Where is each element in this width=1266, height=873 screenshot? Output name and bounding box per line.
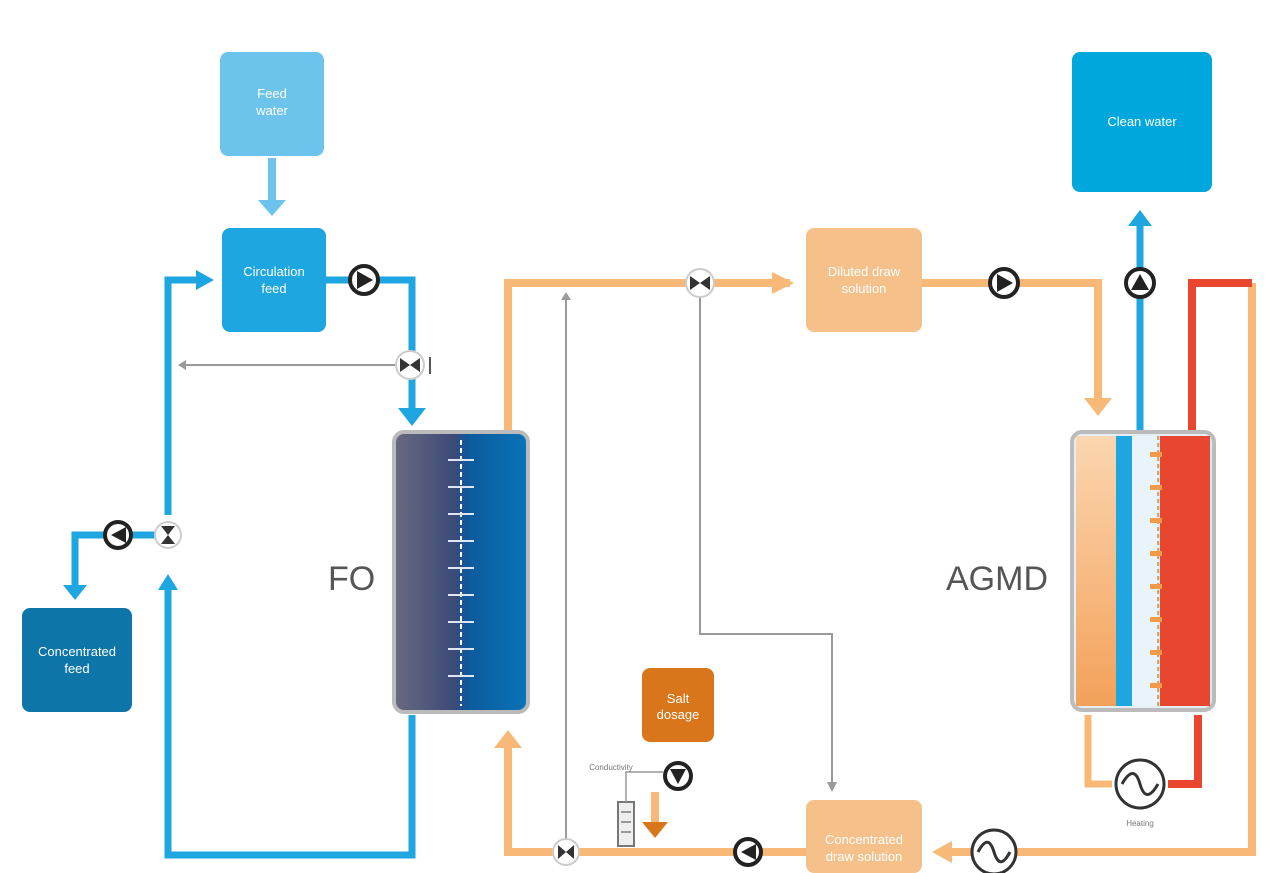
feed-water-line2: water <box>255 103 288 118</box>
heating-exchanger-icon <box>1114 758 1166 810</box>
heater-return-pipe <box>1084 715 1112 788</box>
agmd-module <box>1070 430 1216 712</box>
feed-water-pipe <box>258 158 286 216</box>
valve-concentrate-icon <box>154 521 182 549</box>
concentrated-draw-line2: draw solution <box>826 849 903 864</box>
circulation-feed-line2: feed <box>261 281 286 296</box>
circulation-feed-line1: Circulation <box>243 264 304 279</box>
salt-dosage-tank: Salt dosage <box>642 668 714 742</box>
draw-loop-arrows <box>494 272 1112 863</box>
concentrated-feed-line2: feed <box>64 661 89 676</box>
pump-salt-icon <box>663 761 693 791</box>
hot-loop-pipe <box>1168 279 1252 788</box>
diluted-draw-line2: solution <box>842 281 887 296</box>
feed-loop-arrows <box>63 270 426 600</box>
agmd-label: AGMD <box>946 560 1048 598</box>
pump-circulation-icon <box>348 264 380 296</box>
pump-diluted-draw-icon <box>988 267 1020 299</box>
control-lines <box>186 296 833 842</box>
pump-clean-water-icon <box>1124 267 1156 299</box>
concentrated-draw-tank: Concentrated draw solution <box>806 800 922 873</box>
control-arrowheads <box>178 292 837 792</box>
fo-label: FO <box>328 560 375 598</box>
concentrated-feed-tank: Concentrated feed <box>22 608 132 712</box>
clean-water-tank: Clean water <box>1072 52 1212 192</box>
salt-dosage-line1: Salt <box>667 691 690 706</box>
valve-draw-return-icon <box>552 838 580 866</box>
feed-water-tank: Feed water <box>220 52 324 156</box>
conductivity-sensor-icon <box>617 771 664 847</box>
concentrated-feed-line1: Concentrated <box>38 644 116 659</box>
conductivity-label: Conductivity <box>589 763 633 772</box>
pump-concentrate-icon <box>103 520 133 550</box>
pump-draw-return-icon <box>733 837 763 867</box>
diluted-draw-tank: Diluted draw solution <box>806 228 922 332</box>
salt-arrow <box>642 822 668 838</box>
clean-water-line1: Clean water <box>1107 114 1177 129</box>
fo-module <box>392 430 530 714</box>
valve-feed-icon <box>395 350 431 380</box>
cooling-exchanger-icon <box>970 828 1018 873</box>
heating-label: Heating <box>1126 819 1154 828</box>
salt-dosage-line2: dosage <box>657 707 700 722</box>
diluted-draw-line1: Diluted draw <box>828 264 901 279</box>
clean-water-pipe <box>1128 210 1152 432</box>
circulation-feed-tank: Circulation feed <box>222 228 326 332</box>
concentrated-draw-line1: Concentrated <box>825 832 903 847</box>
feed-water-line1: Feed <box>257 86 287 101</box>
valve-draw-icon <box>685 268 715 298</box>
